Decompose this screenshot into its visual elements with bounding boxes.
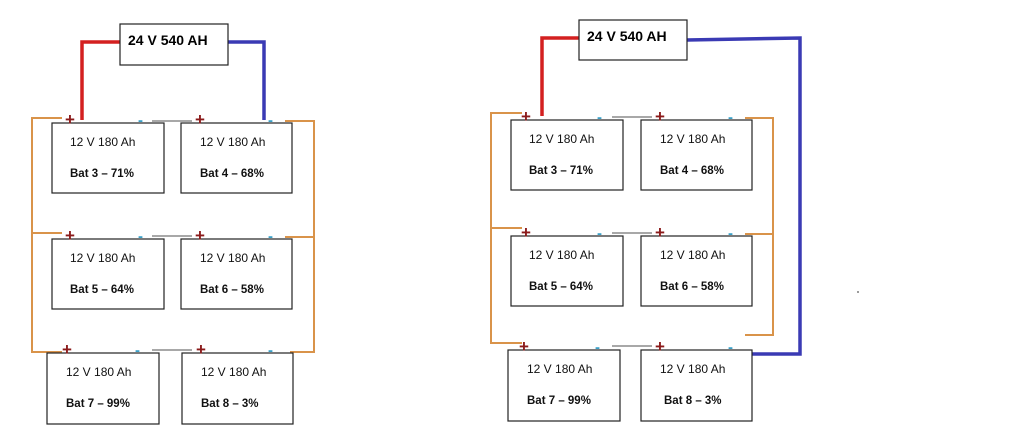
- battery-name: Bat 7 – 99%: [66, 398, 130, 410]
- battery-box: 12 V 180 Ah Bat 7 – 99%: [507, 349, 621, 422]
- battery-spec: 12 V 180 Ah: [200, 251, 265, 265]
- battery-box: 12 V 180 Ah Bat 5 – 64%: [510, 235, 624, 307]
- negative-terminal: -: [597, 109, 602, 126]
- positive-terminal: +: [521, 223, 531, 242]
- battery-spec: 12 V 180 Ah: [66, 365, 131, 379]
- battery-spec: 12 V 180 Ah: [200, 135, 265, 149]
- negative-terminal: -: [268, 228, 273, 245]
- battery-box: 12 V 180 Ah Bat 4 – 68%: [180, 122, 293, 194]
- parallel-negative-wire: [745, 117, 774, 336]
- pack-title-box: 24 V 540 AH: [578, 19, 688, 61]
- positive-terminal: +: [519, 337, 529, 356]
- battery-spec: 12 V 180 Ah: [70, 135, 135, 149]
- negative-terminal: -: [595, 339, 600, 356]
- stray-dot: [857, 291, 859, 293]
- pack-title-box: 24 V 540 AH: [119, 23, 229, 66]
- battery-box: 12 V 180 Ah Bat 4 – 68%: [640, 119, 753, 191]
- positive-terminal: +: [521, 107, 531, 126]
- battery-box: 12 V 180 Ah Bat 6 – 58%: [640, 235, 753, 307]
- battery-name: Bat 7 – 99%: [527, 395, 591, 407]
- battery-box: 12 V 180 Ah Bat 3 – 71%: [510, 119, 624, 191]
- battery-spec: 12 V 180 Ah: [70, 251, 135, 265]
- battery-spec: 12 V 180 Ah: [201, 365, 266, 379]
- positive-lead-wire: [540, 36, 579, 116]
- positive-terminal: +: [196, 340, 206, 359]
- negative-lead-wire: [228, 40, 266, 120]
- negative-terminal: -: [138, 112, 143, 129]
- battery-spec: 12 V 180 Ah: [660, 132, 725, 146]
- diagram-right: 24 V 540 AH 12 V 180 Ah Bat 3 – 71% 12 V…: [490, 19, 802, 422]
- battery-name: Bat 8 – 3%: [664, 395, 722, 407]
- negative-terminal: -: [728, 225, 733, 242]
- battery-name: Bat 3 – 71%: [70, 168, 134, 180]
- battery-name: Bat 6 – 58%: [200, 284, 264, 296]
- negative-terminal: -: [597, 225, 602, 242]
- battery-name: Bat 8 – 3%: [201, 398, 259, 410]
- battery-name: Bat 4 – 68%: [200, 168, 264, 180]
- battery-name: Bat 3 – 71%: [529, 165, 593, 177]
- battery-box: 12 V 180 Ah Bat 8 – 3%: [181, 352, 294, 425]
- pack-title: 24 V 540 AH: [587, 28, 667, 44]
- negative-lead-wire: [686, 36, 802, 356]
- positive-terminal: +: [655, 107, 665, 126]
- negative-terminal: -: [728, 109, 733, 126]
- battery-box: 12 V 180 Ah Bat 6 – 58%: [180, 238, 293, 310]
- negative-terminal: -: [268, 112, 273, 129]
- positive-lead-wire: [80, 40, 120, 120]
- battery-spec: 12 V 180 Ah: [660, 362, 725, 376]
- negative-terminal: -: [728, 339, 733, 356]
- positive-terminal: +: [655, 337, 665, 356]
- battery-spec: 12 V 180 Ah: [660, 248, 725, 262]
- negative-terminal: -: [268, 342, 273, 359]
- battery-box: 12 V 180 Ah Bat 8 – 3%: [640, 349, 753, 422]
- negative-terminal: -: [135, 342, 140, 359]
- battery-name: Bat 4 – 68%: [660, 165, 724, 177]
- positive-terminal: +: [195, 110, 205, 129]
- positive-terminal: +: [65, 226, 75, 245]
- battery-box: 12 V 180 Ah Bat 7 – 99%: [46, 352, 160, 425]
- positive-terminal: +: [655, 223, 665, 242]
- battery-spec: 12 V 180 Ah: [529, 132, 594, 146]
- battery-spec: 12 V 180 Ah: [527, 362, 592, 376]
- positive-terminal: +: [62, 340, 72, 359]
- battery-name: Bat 6 – 58%: [660, 281, 724, 293]
- pack-title: 24 V 540 AH: [128, 32, 208, 48]
- parallel-positive-wire: [31, 117, 62, 353]
- positive-terminal: +: [195, 226, 205, 245]
- battery-box: 12 V 180 Ah Bat 5 – 64%: [51, 238, 165, 310]
- diagram-left: 24 V 540 AH 12 V 180 Ah Bat 3 – 71% 12 V…: [31, 23, 315, 425]
- battery-name: Bat 5 – 64%: [529, 281, 593, 293]
- battery-box: 12 V 180 Ah Bat 3 – 71%: [51, 122, 165, 194]
- battery-name: Bat 5 – 64%: [70, 284, 134, 296]
- battery-spec: 12 V 180 Ah: [529, 248, 594, 262]
- negative-terminal: -: [138, 228, 143, 245]
- positive-terminal: +: [65, 110, 75, 129]
